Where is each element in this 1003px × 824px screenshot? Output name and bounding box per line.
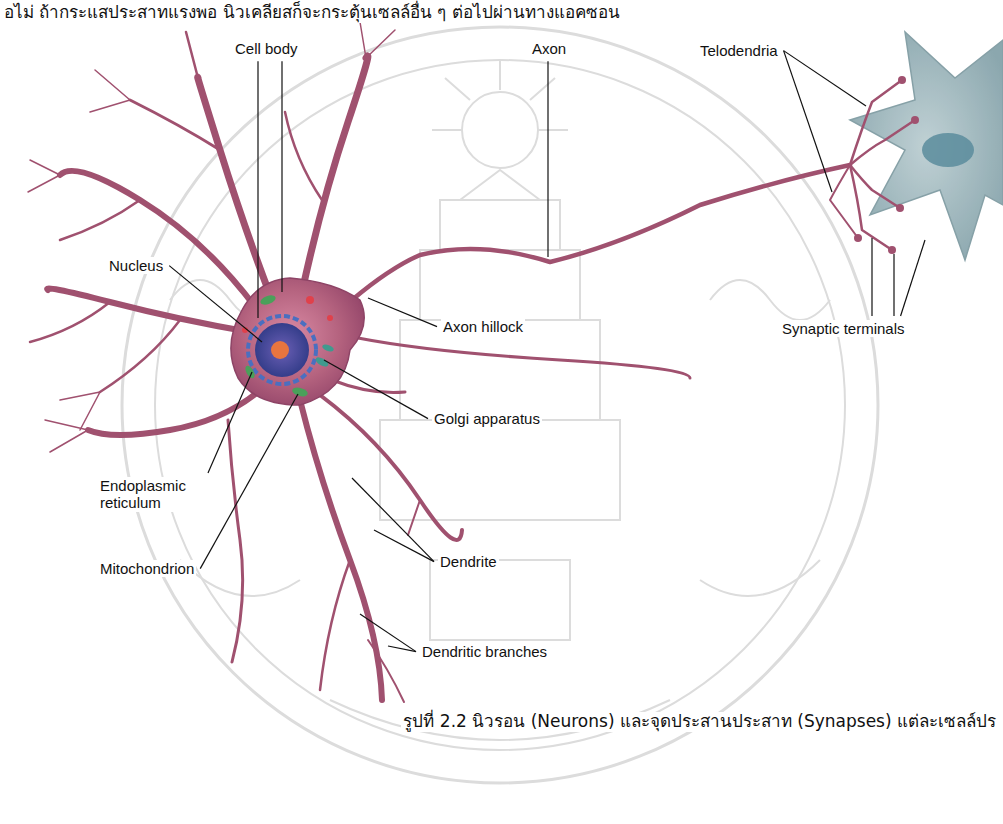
leader-line xyxy=(388,646,416,652)
leader-line xyxy=(374,530,434,562)
part-label: Mitochondrion xyxy=(98,560,196,577)
leader-line xyxy=(324,360,428,419)
leader-line xyxy=(169,266,262,342)
body-text: อไม่ ถ้ากระแสประสาทแรงพอ นิวเคลียสก็จะกร… xyxy=(2,3,622,23)
part-label: Endoplasmic reticulum xyxy=(98,477,214,512)
leader-line xyxy=(901,240,925,316)
leader-line xyxy=(893,254,894,316)
part-label: Axon hillock xyxy=(441,318,525,335)
axon xyxy=(352,80,915,378)
leader-line xyxy=(547,61,548,257)
part-label: Dendrite xyxy=(438,553,499,570)
part-label: Synaptic terminals xyxy=(780,320,907,337)
part-label: Axon xyxy=(530,40,568,57)
leader-line xyxy=(200,394,298,569)
cell-body xyxy=(231,278,364,405)
leader-line xyxy=(208,372,252,473)
leader-lines xyxy=(169,51,925,652)
leader-line xyxy=(257,61,258,318)
leader-line xyxy=(871,238,872,316)
figure-caption: รูปที่ 2.2 นิวรอน (Neurons) และจุดประสาน… xyxy=(401,712,998,732)
target-cell xyxy=(850,32,1003,260)
leader-line xyxy=(360,614,416,652)
part-label: Telodendria xyxy=(698,42,780,59)
dendrites xyxy=(28,22,462,702)
leader-line xyxy=(784,51,866,106)
part-label: Dendritic branches xyxy=(420,643,549,660)
part-label: Golgi apparatus xyxy=(432,410,542,427)
leader-line xyxy=(368,298,437,327)
leader-line xyxy=(352,478,434,562)
leader-line xyxy=(281,61,282,292)
part-label: Cell body xyxy=(233,40,300,57)
synaptic-knobs xyxy=(854,76,919,254)
part-label: Nucleus xyxy=(107,257,165,274)
leader-line xyxy=(784,51,832,192)
